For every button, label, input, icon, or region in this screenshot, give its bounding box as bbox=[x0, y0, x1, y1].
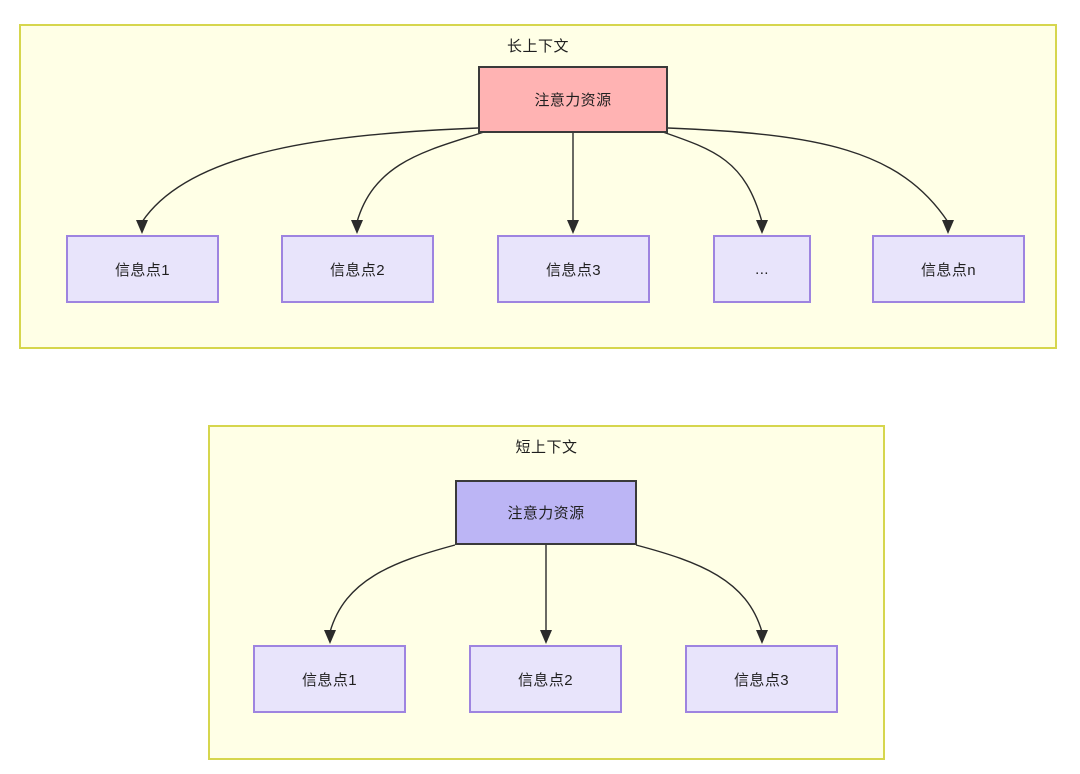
node-info-point-1-long[interactable]: 信息点1 bbox=[66, 235, 219, 303]
group-long-context-title: 长上下文 bbox=[506, 38, 569, 55]
node-info-point-3-short[interactable]: 信息点3 bbox=[685, 645, 838, 713]
node-info-point-ellipsis-long-label: ... bbox=[755, 260, 769, 278]
node-attention-resource-long[interactable]: 注意力资源 bbox=[478, 66, 668, 133]
node-info-point-2-short-label: 信息点2 bbox=[518, 671, 573, 689]
node-info-point-1-short[interactable]: 信息点1 bbox=[253, 645, 406, 713]
node-info-point-ellipsis-long[interactable]: ... bbox=[713, 235, 811, 303]
node-info-point-n-long-label: 信息点n bbox=[921, 261, 976, 279]
node-info-point-3-short-label: 信息点3 bbox=[734, 671, 789, 689]
node-info-point-n-long[interactable]: 信息点n bbox=[872, 235, 1025, 303]
node-info-point-1-short-label: 信息点1 bbox=[302, 671, 357, 689]
node-attention-resource-short[interactable]: 注意力资源 bbox=[455, 480, 637, 545]
node-info-point-2-long[interactable]: 信息点2 bbox=[281, 235, 434, 303]
node-attention-resource-long-label: 注意力资源 bbox=[534, 92, 612, 109]
node-attention-resource-short-label: 注意力资源 bbox=[507, 505, 585, 522]
node-info-point-2-short[interactable]: 信息点2 bbox=[469, 645, 622, 713]
node-info-point-2-long-label: 信息点2 bbox=[330, 261, 385, 279]
node-info-point-3-long[interactable]: 信息点3 bbox=[497, 235, 650, 303]
node-info-point-3-long-label: 信息点3 bbox=[546, 261, 601, 279]
group-short-context-title: 短上下文 bbox=[515, 439, 578, 456]
node-info-point-1-long-label: 信息点1 bbox=[115, 261, 170, 279]
